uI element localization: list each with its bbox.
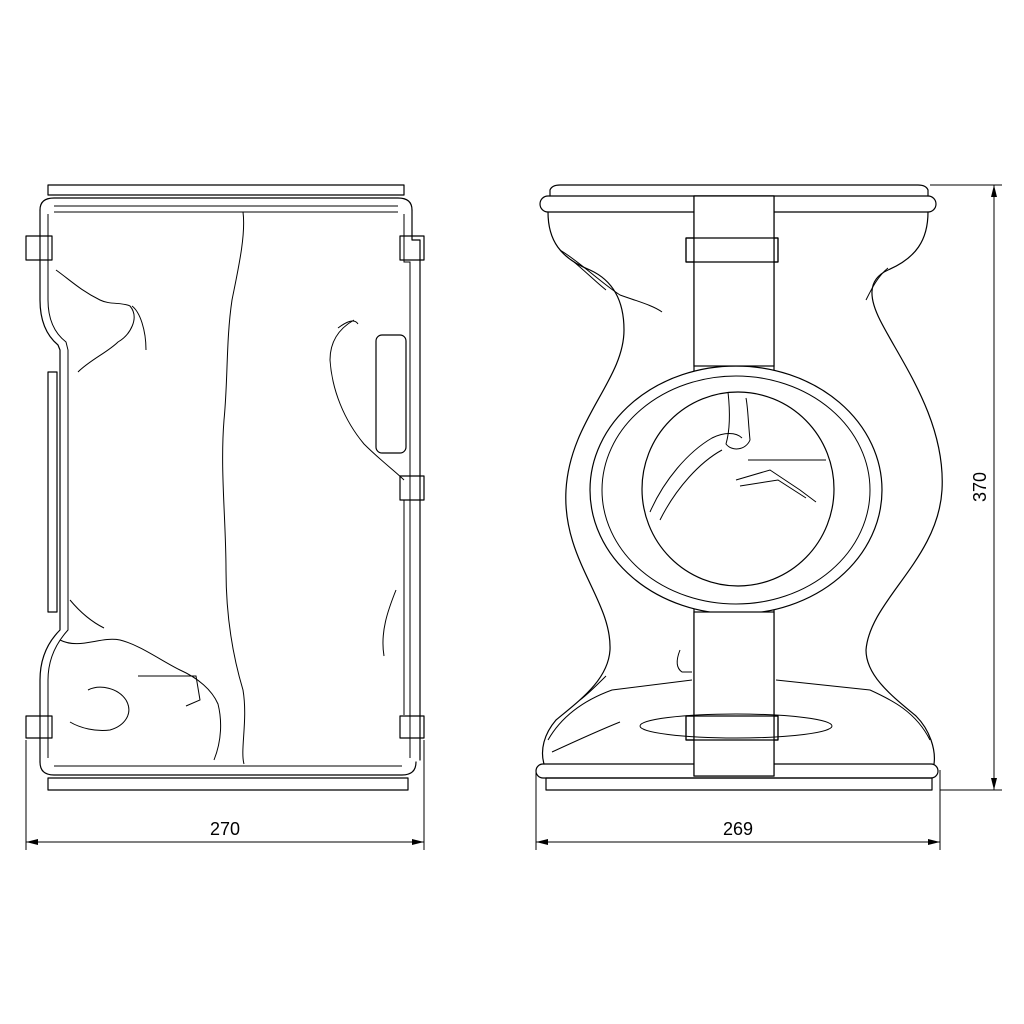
front-bottom-plate [47, 777, 409, 791]
side-ring-middle [601, 375, 871, 605]
side-strap-clamp-top-2 [685, 237, 779, 263]
front-right-frame-inner [403, 214, 411, 758]
front-width-label: 270 [210, 819, 240, 839]
front-view [25, 184, 425, 791]
side-body-left-profile [541, 211, 625, 765]
front-left-frame-outer [39, 209, 61, 763]
height-label: 370 [970, 472, 990, 502]
front-clamp-bottom-left [25, 715, 53, 739]
dimension-front-width: 270 [25, 740, 425, 850]
front-clamp-top-left [25, 235, 53, 261]
front-handle-slot [375, 334, 407, 454]
side-view [535, 184, 943, 791]
front-top-plate [47, 184, 405, 196]
side-top-plate [549, 184, 929, 197]
dimension-height: 370 [930, 184, 1002, 791]
front-right-frame-outer [411, 209, 421, 761]
front-left-frame-inner [47, 214, 69, 758]
front-top-rim [39, 197, 413, 211]
front-left-strip [47, 371, 58, 613]
side-base-slot [639, 713, 833, 739]
front-bottom-rim [39, 761, 417, 776]
side-bottom-plate [545, 777, 933, 791]
front-clamp-mid-right [399, 475, 425, 501]
front-clamp-top-right [399, 235, 425, 261]
front-clamp-bottom-right [399, 715, 425, 739]
side-ring-inner [641, 391, 835, 587]
front-center-contour [222, 211, 246, 765]
side-width-label: 269 [723, 819, 753, 839]
dimension-side-width: 269 [535, 770, 941, 850]
